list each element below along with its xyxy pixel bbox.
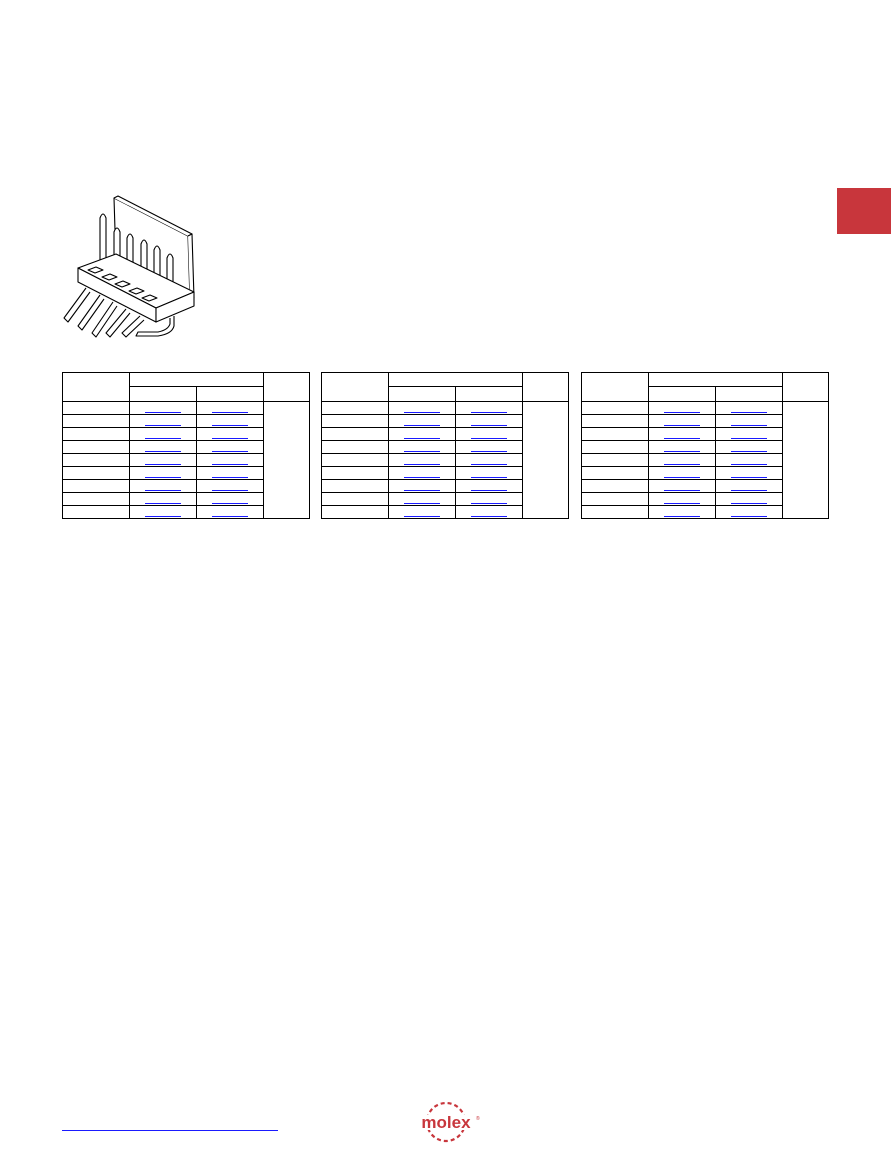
part-link[interactable] [145,508,181,517]
connector-drawing-icon [63,195,195,338]
part-link[interactable] [471,495,507,504]
part-link[interactable] [404,430,440,439]
part-link[interactable] [145,495,181,504]
part-number-table-3 [581,372,829,519]
part-link[interactable] [404,495,440,504]
part-link[interactable] [145,443,181,452]
part-link[interactable] [664,443,700,452]
part-link[interactable] [731,482,767,491]
footer-link[interactable] [62,1119,278,1131]
part-link[interactable] [731,404,767,413]
part-link[interactable] [212,417,248,426]
part-link[interactable] [731,456,767,465]
part-link[interactable] [404,443,440,452]
part-link[interactable] [664,469,700,478]
part-link[interactable] [212,443,248,452]
part-link[interactable] [404,482,440,491]
part-link[interactable] [145,469,181,478]
part-link[interactable] [145,404,181,413]
part-link[interactable] [471,482,507,491]
part-link[interactable] [471,417,507,426]
part-link[interactable] [471,508,507,517]
part-link[interactable] [664,404,700,413]
part-link[interactable] [731,508,767,517]
part-link[interactable] [212,482,248,491]
part-link[interactable] [145,482,181,491]
molex-logo: molex ® [412,1101,480,1143]
part-link[interactable] [212,469,248,478]
part-link[interactable] [471,469,507,478]
part-link[interactable] [145,417,181,426]
part-link[interactable] [404,417,440,426]
section-tab [837,188,891,234]
part-link[interactable] [731,469,767,478]
part-link[interactable] [731,495,767,504]
part-link[interactable] [404,469,440,478]
part-number-table-2 [321,372,569,519]
part-link[interactable] [664,508,700,517]
part-link[interactable] [212,404,248,413]
part-link[interactable] [471,430,507,439]
part-link[interactable] [664,495,700,504]
part-link[interactable] [145,456,181,465]
part-link[interactable] [731,430,767,439]
part-link[interactable] [212,495,248,504]
part-link[interactable] [145,430,181,439]
part-link[interactable] [731,443,767,452]
molex-logo-text: molex [421,1113,471,1132]
part-link[interactable] [471,404,507,413]
part-number-table-1 [62,372,310,519]
part-link[interactable] [664,482,700,491]
part-link[interactable] [404,508,440,517]
registered-mark: ® [476,1115,480,1122]
part-link[interactable] [404,456,440,465]
part-link[interactable] [664,417,700,426]
part-link[interactable] [471,456,507,465]
part-link[interactable] [212,508,248,517]
part-link[interactable] [731,417,767,426]
part-link[interactable] [212,430,248,439]
part-link[interactable] [471,443,507,452]
part-link[interactable] [664,430,700,439]
part-link[interactable] [664,456,700,465]
part-link[interactable] [404,404,440,413]
part-link[interactable] [212,456,248,465]
